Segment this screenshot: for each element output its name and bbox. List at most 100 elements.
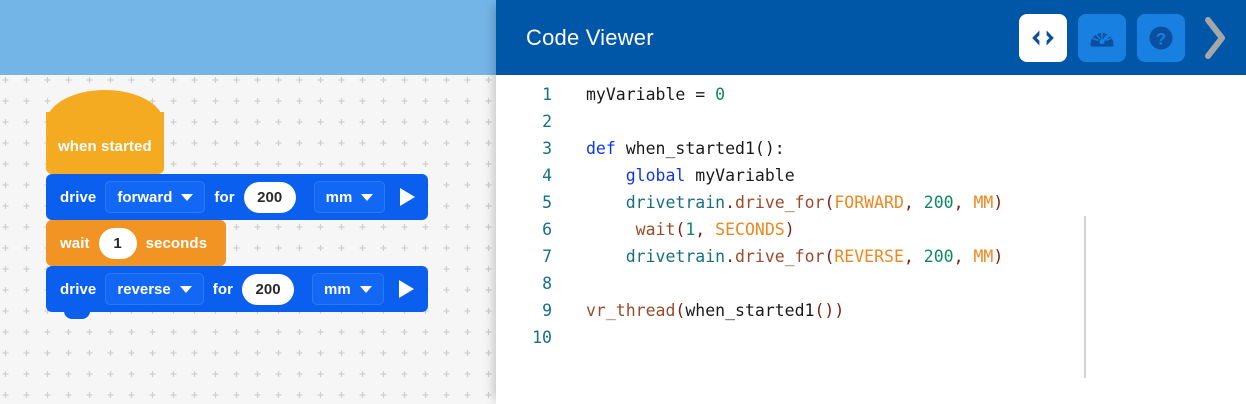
gauge-icon <box>1090 32 1114 47</box>
line-content[interactable]: drivetrain.drive_for(REVERSE, 200, MM) <box>552 243 1004 270</box>
token-punctuation: , <box>903 193 924 212</box>
dropdown-direction-forward-value: forward <box>117 188 173 206</box>
token-punctuation: ) <box>993 193 1004 212</box>
token-punctuation: ( <box>675 301 686 320</box>
code-line: 1 myVariable = 0 <box>496 81 1246 108</box>
token-punctuation: ()) <box>814 301 845 320</box>
code-viewer-title: Code Viewer <box>526 24 654 50</box>
line-number: 3 <box>542 139 552 158</box>
code-line: 6 wait(1, SECONDS) <box>496 216 1246 243</box>
block-drive-reverse-verb: drive <box>60 280 97 298</box>
dashboard-view-button[interactable] <box>1078 13 1126 62</box>
token-punctuation: ( <box>824 247 835 266</box>
code-line: 10 <box>496 324 1246 351</box>
token-punctuation: ) <box>993 247 1004 266</box>
line-number: 5 <box>542 193 552 212</box>
token-object: drivetrain <box>625 193 726 212</box>
token-punctuation: ) <box>784 220 795 239</box>
code-view-button[interactable] <box>1019 13 1067 62</box>
code-viewer-panel: Code Viewer <box>496 0 1246 404</box>
token-punctuation: , <box>903 247 924 266</box>
token-function: wait <box>635 220 676 239</box>
dropdown-direction-reverse-value: reverse <box>117 280 171 298</box>
line-content[interactable]: def when_started1(): <box>552 135 785 162</box>
code-line: 7 drivetrain.drive_for(REVERSE, 200, MM) <box>496 243 1246 270</box>
code-line: 9 vr_thread(when_started1()) <box>496 297 1246 324</box>
token-function-name: when_started1 <box>685 301 815 320</box>
input-drive-forward-distance[interactable]: 200 <box>243 181 296 213</box>
block-script-stack[interactable]: when started drive forward for 200 mm <box>46 90 446 319</box>
dropdown-unit-forward[interactable]: mm <box>313 181 386 213</box>
play-icon[interactable] <box>398 280 414 298</box>
token-number: 200 <box>923 193 954 212</box>
block-drive-forward-verb: drive <box>60 188 97 206</box>
token-constant: SECONDS <box>715 220 785 239</box>
line-number: 10 <box>532 328 552 347</box>
block-when-started-label: when started <box>58 138 152 155</box>
block-when-started[interactable]: when started <box>46 90 164 181</box>
line-content[interactable]: wait(1, SECONDS) <box>552 216 795 243</box>
code-viewer-header: Code Viewer <box>496 0 1246 75</box>
line-number: 4 <box>542 166 552 185</box>
line-number: 7 <box>542 247 552 266</box>
line-content[interactable]: drivetrain.drive_for(FORWARD, 200, MM) <box>552 189 1004 216</box>
token-number: 1 <box>685 220 696 239</box>
chevron-right-icon <box>1205 16 1225 59</box>
block-drive-forward[interactable]: drive forward for 200 mm <box>46 174 428 227</box>
dropdown-direction-forward[interactable]: forward <box>105 181 206 213</box>
code-line: 8 <box>496 270 1246 297</box>
collapse-panel-button[interactable] <box>1198 13 1232 63</box>
token-function-name: when_started1(): <box>615 139 785 158</box>
line-content[interactable]: vr_thread(when_started1()) <box>552 297 844 324</box>
block-drive-forward-for-label: for <box>214 188 235 206</box>
token-object: drivetrain <box>625 247 726 266</box>
token-function: vr_thread <box>586 301 676 320</box>
token-punctuation: , <box>695 220 716 239</box>
token-variable: myVariable <box>685 166 795 185</box>
svg-text:?: ? <box>1156 30 1166 48</box>
token-function: drive_for <box>735 193 825 212</box>
token-constant: FORWARD <box>834 193 904 212</box>
token-variable: myVariable <box>586 85 686 104</box>
dropdown-unit-reverse[interactable]: mm <box>312 273 384 305</box>
question-mark-icon: ? <box>1149 26 1173 49</box>
help-button[interactable]: ? <box>1137 13 1185 62</box>
code-line: 5 drivetrain.drive_for(FORWARD, 200, MM) <box>496 189 1246 216</box>
line-number: 6 <box>542 220 552 239</box>
token-function: drive_for <box>735 247 825 266</box>
token-keyword: def <box>586 139 616 158</box>
indent-guide-line <box>1084 216 1086 378</box>
block-wait[interactable]: wait 1 seconds <box>46 220 226 273</box>
line-number: 9 <box>542 301 552 320</box>
code-line: 2 <box>496 108 1246 135</box>
token-punctuation: . <box>725 247 736 266</box>
input-wait-seconds[interactable]: 1 <box>98 227 137 259</box>
dropdown-unit-reverse-value: mm <box>324 280 351 298</box>
token-constant: REVERSE <box>834 247 904 266</box>
block-drive-reverse[interactable]: drive reverse for 200 mm <box>46 266 428 319</box>
line-content[interactable]: myVariable = 0 <box>552 81 725 108</box>
workspace-sky-band <box>0 0 496 75</box>
header-action-buttons: ? <box>1019 0 1232 75</box>
code-brackets-icon <box>1032 30 1054 45</box>
chevron-down-icon <box>179 285 192 293</box>
line-number: 8 <box>542 274 552 293</box>
code-editor-body[interactable]: 1 myVariable = 0 2 3 def when_started1()… <box>496 75 1246 404</box>
code-line: 4 global myVariable <box>496 162 1246 189</box>
token-punctuation: . <box>725 193 736 212</box>
chevron-down-icon <box>181 193 194 201</box>
dropdown-direction-reverse[interactable]: reverse <box>105 273 204 305</box>
blocks-workspace-panel[interactable]: when started drive forward for 200 mm <box>0 0 496 404</box>
block-wait-verb: wait <box>60 234 90 252</box>
token-punctuation: , <box>953 247 974 266</box>
token-constant: MM <box>973 193 994 212</box>
input-drive-reverse-distance[interactable]: 200 <box>242 273 295 305</box>
block-drive-reverse-for-label: for <box>212 280 234 298</box>
token-constant: MM <box>973 247 994 266</box>
line-number: 2 <box>542 112 552 131</box>
play-icon[interactable] <box>400 188 416 206</box>
line-content[interactable]: global myVariable <box>552 162 795 189</box>
chevron-down-icon <box>361 193 374 201</box>
token-keyword: global <box>625 166 686 185</box>
